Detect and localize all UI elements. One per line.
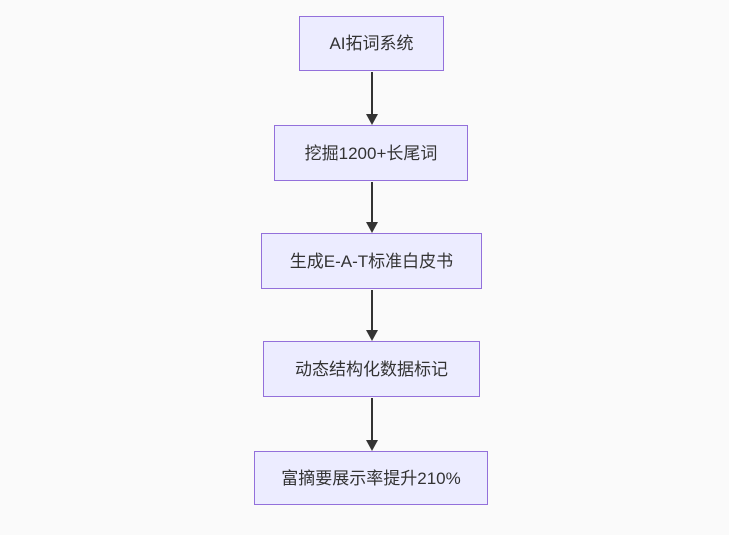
node-label: 生成E-A-T标准白皮书: [289, 251, 454, 271]
flow-node-longtail-mining: 挖掘1200+长尾词: [274, 125, 468, 181]
flow-arrow-4: [365, 398, 378, 451]
arrowhead-down-icon: [365, 114, 378, 125]
arrowhead-down-icon: [365, 440, 378, 451]
node-label: 动态结构化数据标记: [295, 359, 448, 379]
arrow-line: [370, 290, 373, 333]
flow-node-rich-snippet-result: 富摘要展示率提升210%: [254, 451, 488, 505]
node-label: 富摘要展示率提升210%: [281, 468, 461, 488]
flow-node-eat-whitepaper: 生成E-A-T标准白皮书: [261, 233, 482, 289]
flow-arrow-2: [365, 182, 378, 233]
arrowhead-down-icon: [365, 330, 378, 341]
arrow-line: [370, 72, 373, 117]
arrow-line: [370, 182, 373, 225]
flow-arrow-1: [365, 72, 378, 125]
flow-arrow-3: [365, 290, 378, 341]
arrowhead-down-icon: [365, 222, 378, 233]
node-label: 挖掘1200+长尾词: [304, 143, 438, 163]
flow-node-structured-data-markup: 动态结构化数据标记: [263, 341, 480, 397]
flow-node-ai-keyword-system: AI拓词系统: [299, 16, 444, 71]
node-label: AI拓词系统: [329, 34, 414, 53]
arrow-line: [370, 398, 373, 443]
